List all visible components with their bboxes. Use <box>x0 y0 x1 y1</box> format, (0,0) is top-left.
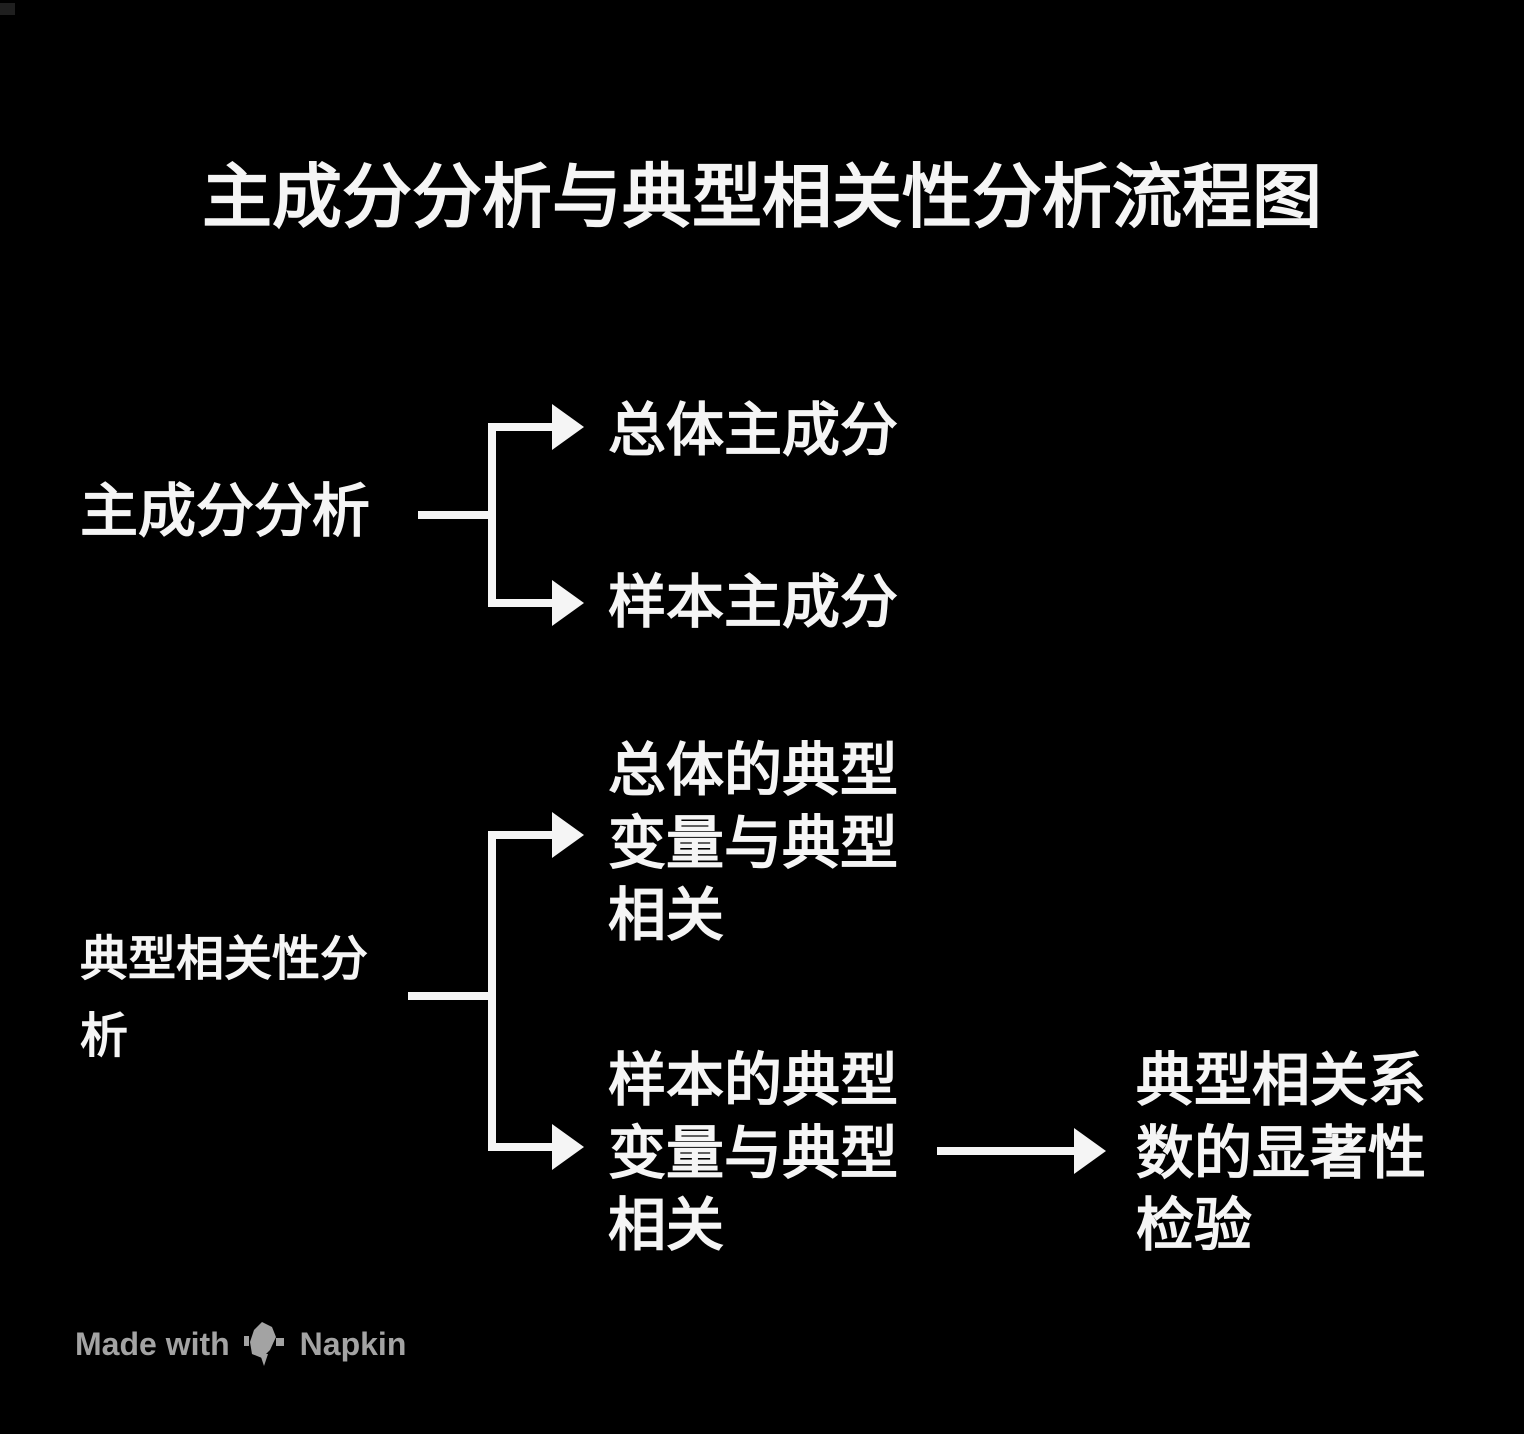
node-cca-population: 总体的典型变量与典型相关 <box>608 738 899 948</box>
arrow-icon <box>552 1124 584 1170</box>
node-cca-significance-test: 典型相关系数的显著性检验 <box>1136 1048 1427 1258</box>
watermark-brand-label: Napkin <box>299 1325 407 1362</box>
node-pca-population: 总体主成分 <box>608 398 899 463</box>
cca-branch-bracket <box>488 831 552 1151</box>
node-pca-sample: 样本主成分 <box>608 570 899 635</box>
arrow-icon <box>1074 1128 1106 1174</box>
napkin-pen-icon <box>242 1320 288 1368</box>
watermark: Made with Napkin <box>75 1320 406 1368</box>
watermark-made-with-label: Made with <box>75 1325 230 1362</box>
arrow-icon <box>552 580 584 626</box>
arrow-icon <box>552 812 584 858</box>
pca-branch-bracket <box>488 423 552 607</box>
node-cca-root: 典型相关性分析 <box>80 933 369 1063</box>
arrow-icon <box>552 404 584 450</box>
node-cca-sample: 样本的典型变量与典型相关 <box>608 1048 899 1258</box>
corner-artifact <box>0 3 15 15</box>
node-pca-root: 主成分分析 <box>80 479 371 544</box>
page-title: 主成分分析与典型相关性分析流程图 <box>202 158 1322 236</box>
